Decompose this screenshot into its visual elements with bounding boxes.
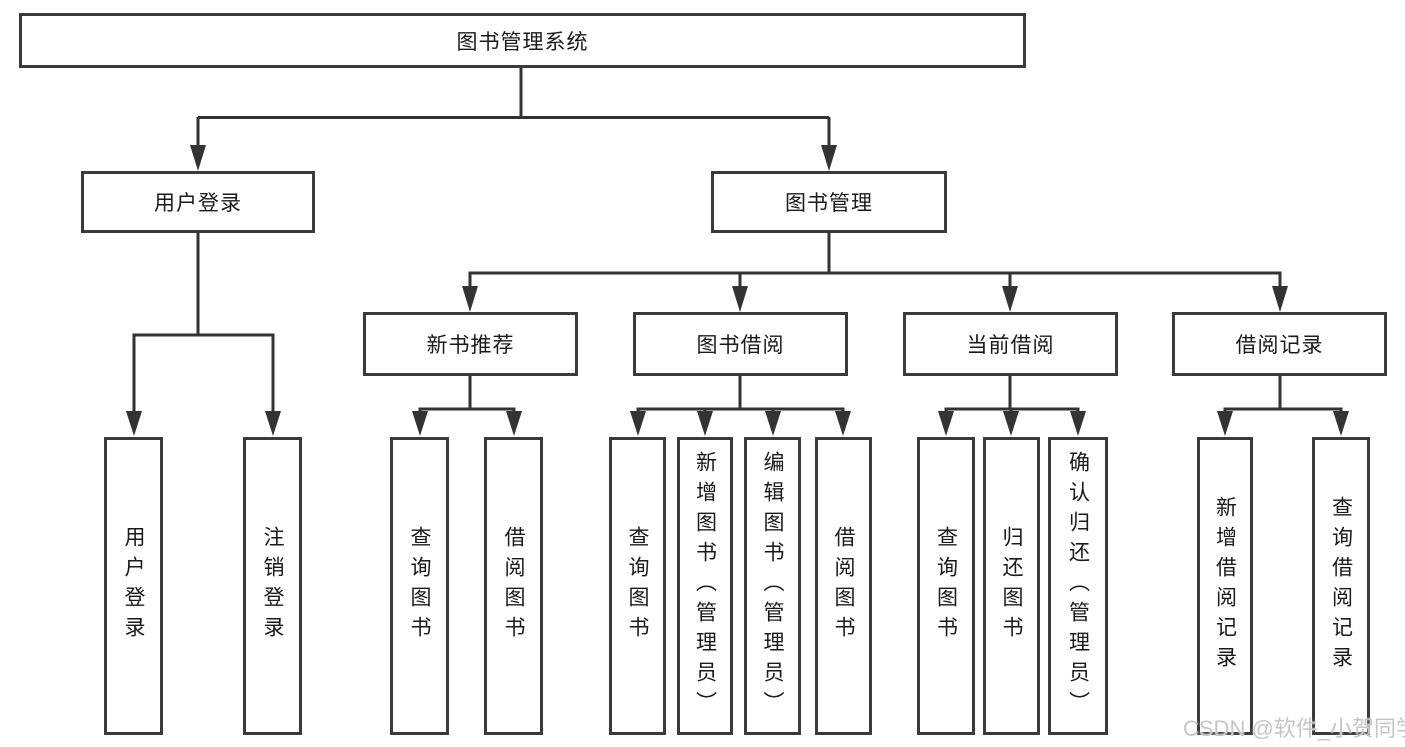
leaf-confirm-return-admin: 确认归还（管理员） xyxy=(1048,437,1108,735)
connector-current-to-leaves xyxy=(938,376,1086,436)
leaf-borrow-books: 借阅图书 xyxy=(815,437,872,735)
leaf-borrow-books-recommend: 借阅图书 xyxy=(484,437,543,735)
node-user-login-label: 用户登录 xyxy=(154,192,242,215)
leaf-user-login: 用户登录 xyxy=(104,437,163,735)
connector-userlogin-to-leaves xyxy=(126,233,281,436)
connector-records-to-leaves xyxy=(1217,376,1349,436)
leaf-query-borrow-record: 查询借阅记录 xyxy=(1312,437,1370,735)
connector-borrow-to-leaves xyxy=(630,376,851,436)
node-current-borrow-label: 当前借阅 xyxy=(966,334,1055,357)
node-new-book-recommend-label: 新书推荐 xyxy=(426,334,515,357)
leaf-add-books-admin: 新增图书（管理员） xyxy=(677,437,733,735)
node-book-borrow-label: 图书借阅 xyxy=(696,334,785,357)
node-borrow-records: 借阅记录 xyxy=(1172,312,1387,376)
leaf-query-books-recommend: 查询图书 xyxy=(390,437,449,735)
node-library-system: 图书管理系统 xyxy=(19,13,1026,68)
node-new-book-recommend: 新书推荐 xyxy=(363,312,578,376)
connector-root-to-level2 xyxy=(190,68,837,171)
node-book-management-label: 图书管理 xyxy=(785,192,873,215)
leaf-logout: 注销登录 xyxy=(243,437,302,735)
leaf-query-books-current: 查询图书 xyxy=(917,437,975,735)
node-book-borrow: 图书借阅 xyxy=(633,312,848,376)
node-borrow-records-label: 借阅记录 xyxy=(1235,334,1324,357)
leaf-add-borrow-record: 新增借阅记录 xyxy=(1197,437,1253,735)
node-library-system-label: 图书管理系统 xyxy=(456,30,589,54)
node-book-management: 图书管理 xyxy=(711,171,947,233)
leaf-edit-books-admin: 编辑图书（管理员） xyxy=(744,437,801,735)
connector-bookmgmt-to-level3 xyxy=(462,233,1288,312)
node-user-login: 用户登录 xyxy=(81,171,315,233)
leaf-query-books-borrow: 查询图书 xyxy=(609,437,666,735)
watermark: CSDN @软件_小贺同学 xyxy=(1183,716,1405,741)
leaf-return-books: 归还图书 xyxy=(983,437,1040,735)
connector-newbooks-to-leaves xyxy=(412,376,522,436)
node-current-borrow: 当前借阅 xyxy=(903,312,1118,376)
